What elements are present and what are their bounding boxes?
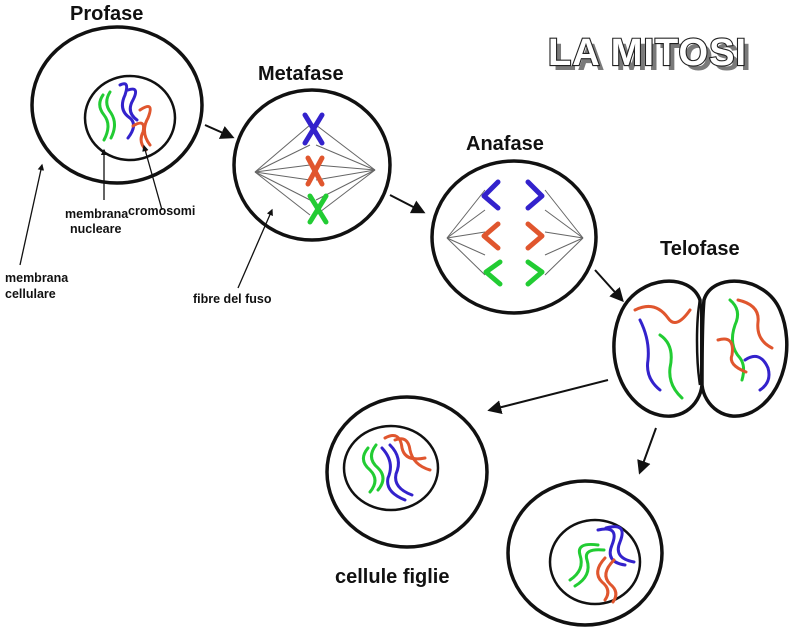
- anafase-chromosome-blue-left: [481, 179, 501, 211]
- metafase-chromosome-blue: [302, 112, 325, 146]
- anafase-cell: [430, 159, 598, 315]
- profase-chromosome-red: [138, 104, 152, 147]
- daughter-2-chromosome-red: [596, 556, 610, 602]
- arrow-telofase-daughter-1: [487, 379, 609, 415]
- profase-chromosome-blue-2: [126, 87, 139, 122]
- daughter-2-chromosome-red-2: [604, 558, 618, 604]
- label-cromosomi: cromosomi: [128, 204, 195, 218]
- telofase-cleavage-furrow: [695, 299, 702, 386]
- label-membrana-nucleare-2: nucleare: [70, 222, 121, 236]
- label-membrana-cellulare-1: membrana: [5, 271, 69, 285]
- label-cellule-figlie: cellule figlie: [335, 566, 449, 588]
- phase-label-anafase: Anafase: [466, 133, 544, 155]
- daughter-1-chromosome-red-2: [393, 437, 432, 472]
- metafase-chromosome-green: [307, 193, 329, 225]
- daughter-cell-1: [325, 395, 489, 549]
- telofase-chromosome-red-right-2: [716, 337, 748, 374]
- label-membrana-nucleare-1: membrana: [65, 207, 129, 221]
- metafase-spindle-fibers: [254, 124, 376, 216]
- daughter-1-chromosome-green: [362, 446, 377, 494]
- phase-label-profase: Profase: [70, 3, 143, 25]
- phase-label-metafase: Metafase: [258, 63, 344, 85]
- daughter-2-chromosome-green-2: [573, 548, 606, 588]
- anafase-chromosome-red-left: [481, 221, 501, 251]
- arrow-profase-metafase: [204, 124, 235, 139]
- telofase-stage: Telofase: [612, 238, 789, 418]
- daughter-2-chromosome-blue: [596, 527, 627, 567]
- profase-annotations: cromosomi membrana nucleare membrana cel…: [5, 144, 195, 301]
- membrana-cellulare-pointer: [19, 163, 45, 266]
- telofase-chromosome-red-right: [736, 298, 774, 350]
- daughter-1-chromosome-blue: [380, 446, 407, 502]
- metafase-stage: Metafase: [232, 63, 392, 242]
- metafase-chromosome-red: [305, 155, 325, 187]
- telofase-dividing-cell: [612, 279, 789, 418]
- anafase-spindle-fibers: [446, 189, 584, 276]
- daughter-2-chromosome-green: [568, 543, 600, 582]
- anafase-chromosome-red-right: [525, 221, 545, 251]
- label-membrana-cellulare-2: cellulare: [5, 287, 56, 301]
- cromosomi-pointer: [142, 144, 163, 211]
- daughter-1-chromosome-blue-2: [388, 443, 414, 497]
- telofase-chromosome-blue-right: [743, 354, 771, 392]
- title-shadow: LA MITOSI: [553, 37, 752, 79]
- anafase-chromosome-blue-right: [525, 179, 545, 211]
- telofase-chromosome-red-left: [633, 304, 692, 324]
- profase-stage: Profase: [30, 3, 204, 185]
- daughter-2-chromosome-blue-2: [604, 525, 636, 564]
- daughter-cell-2-nucleus: [548, 518, 642, 606]
- anafase-chromosome-green-right: [525, 259, 545, 287]
- profase-chromosome-green-2: [105, 90, 116, 140]
- anafase-chromosome-green-left: [483, 259, 503, 287]
- page-title: LA MITOSI: [548, 32, 747, 74]
- phase-label-telofase: Telofase: [660, 238, 740, 260]
- daughter-1-chromosome-green-2: [370, 443, 385, 492]
- daughter-cell-2: [506, 479, 664, 627]
- label-fibre-del-fuso: fibre del fuso: [193, 292, 272, 306]
- telofase-chromosome-blue-left: [638, 318, 662, 392]
- fibre-del-fuso-pointer: [237, 208, 273, 289]
- arrow-telofase-daughter-2: [637, 427, 657, 475]
- profase-chromosome-green: [98, 93, 110, 142]
- telofase-chromosome-green-left: [658, 333, 684, 400]
- anafase-stage: Anafase: [430, 133, 598, 315]
- arrow-metafase-anafase: [389, 194, 426, 214]
- title-group: LA MITOSI LA MITOSI: [547, 31, 752, 79]
- arrow-anafase-telofase: [594, 269, 624, 303]
